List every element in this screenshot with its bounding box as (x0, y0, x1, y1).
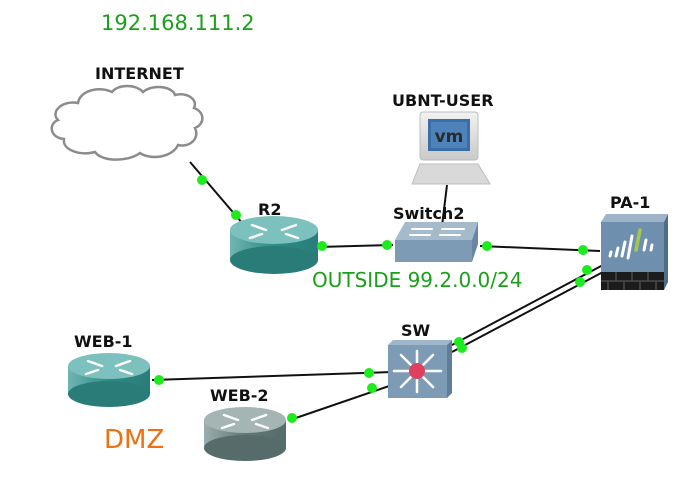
node-internet[interactable] (50, 84, 204, 161)
port-dot[interactable] (578, 245, 588, 255)
node-ubnt-user[interactable]: vm (411, 111, 491, 185)
port-dot[interactable] (154, 375, 164, 385)
router-icon (230, 216, 318, 274)
port-dot[interactable] (457, 343, 467, 353)
router-icon (204, 407, 286, 461)
port-dot[interactable] (287, 413, 297, 423)
port-dot[interactable] (317, 241, 327, 251)
link-web1-sw[interactable] (151, 371, 393, 381)
link-endpoints (154, 175, 592, 423)
vm-host-icon: vm (411, 111, 491, 185)
port-dot[interactable] (482, 241, 492, 251)
port-dot[interactable] (367, 383, 377, 393)
node-r2[interactable] (230, 216, 318, 274)
label-r2: R2 (258, 200, 282, 219)
node-sw[interactable] (388, 340, 452, 398)
label-sw: SW (401, 321, 431, 340)
multilayer-switch-icon (388, 340, 452, 398)
annotation-outside-network: OUTSIDE 99.2.0.0/24 (312, 268, 523, 292)
vm-logo-text: vm (435, 127, 464, 147)
label-pa-1: PA-1 (610, 193, 651, 212)
label-ubnt-user: UBNT-USER (392, 91, 494, 110)
node-web-2[interactable] (204, 407, 286, 461)
label-web-1: WEB-1 (74, 332, 133, 351)
label-switch2: Switch2 (393, 204, 465, 223)
router-icon (68, 353, 150, 407)
port-dot[interactable] (197, 175, 207, 185)
firewall-icon (601, 214, 668, 290)
port-dot[interactable] (582, 265, 592, 275)
label-web-2: WEB-2 (210, 386, 269, 405)
annotation-internet-ip: 192.168.111.2 (101, 11, 255, 35)
cloud-icon (50, 84, 204, 161)
switch-icon (395, 222, 478, 262)
port-dot[interactable] (382, 240, 392, 250)
port-dot[interactable] (575, 277, 585, 287)
label-internet: INTERNET (95, 64, 184, 83)
node-pa-1[interactable] (601, 214, 668, 290)
link-r2-switch2[interactable] (317, 244, 394, 248)
port-dot[interactable] (364, 368, 374, 378)
annotation-dmz: DMZ (104, 425, 165, 455)
node-switch2[interactable] (395, 222, 478, 262)
link-web2-sw[interactable] (289, 384, 393, 421)
node-web-1[interactable] (68, 353, 150, 407)
port-dot[interactable] (231, 210, 241, 220)
